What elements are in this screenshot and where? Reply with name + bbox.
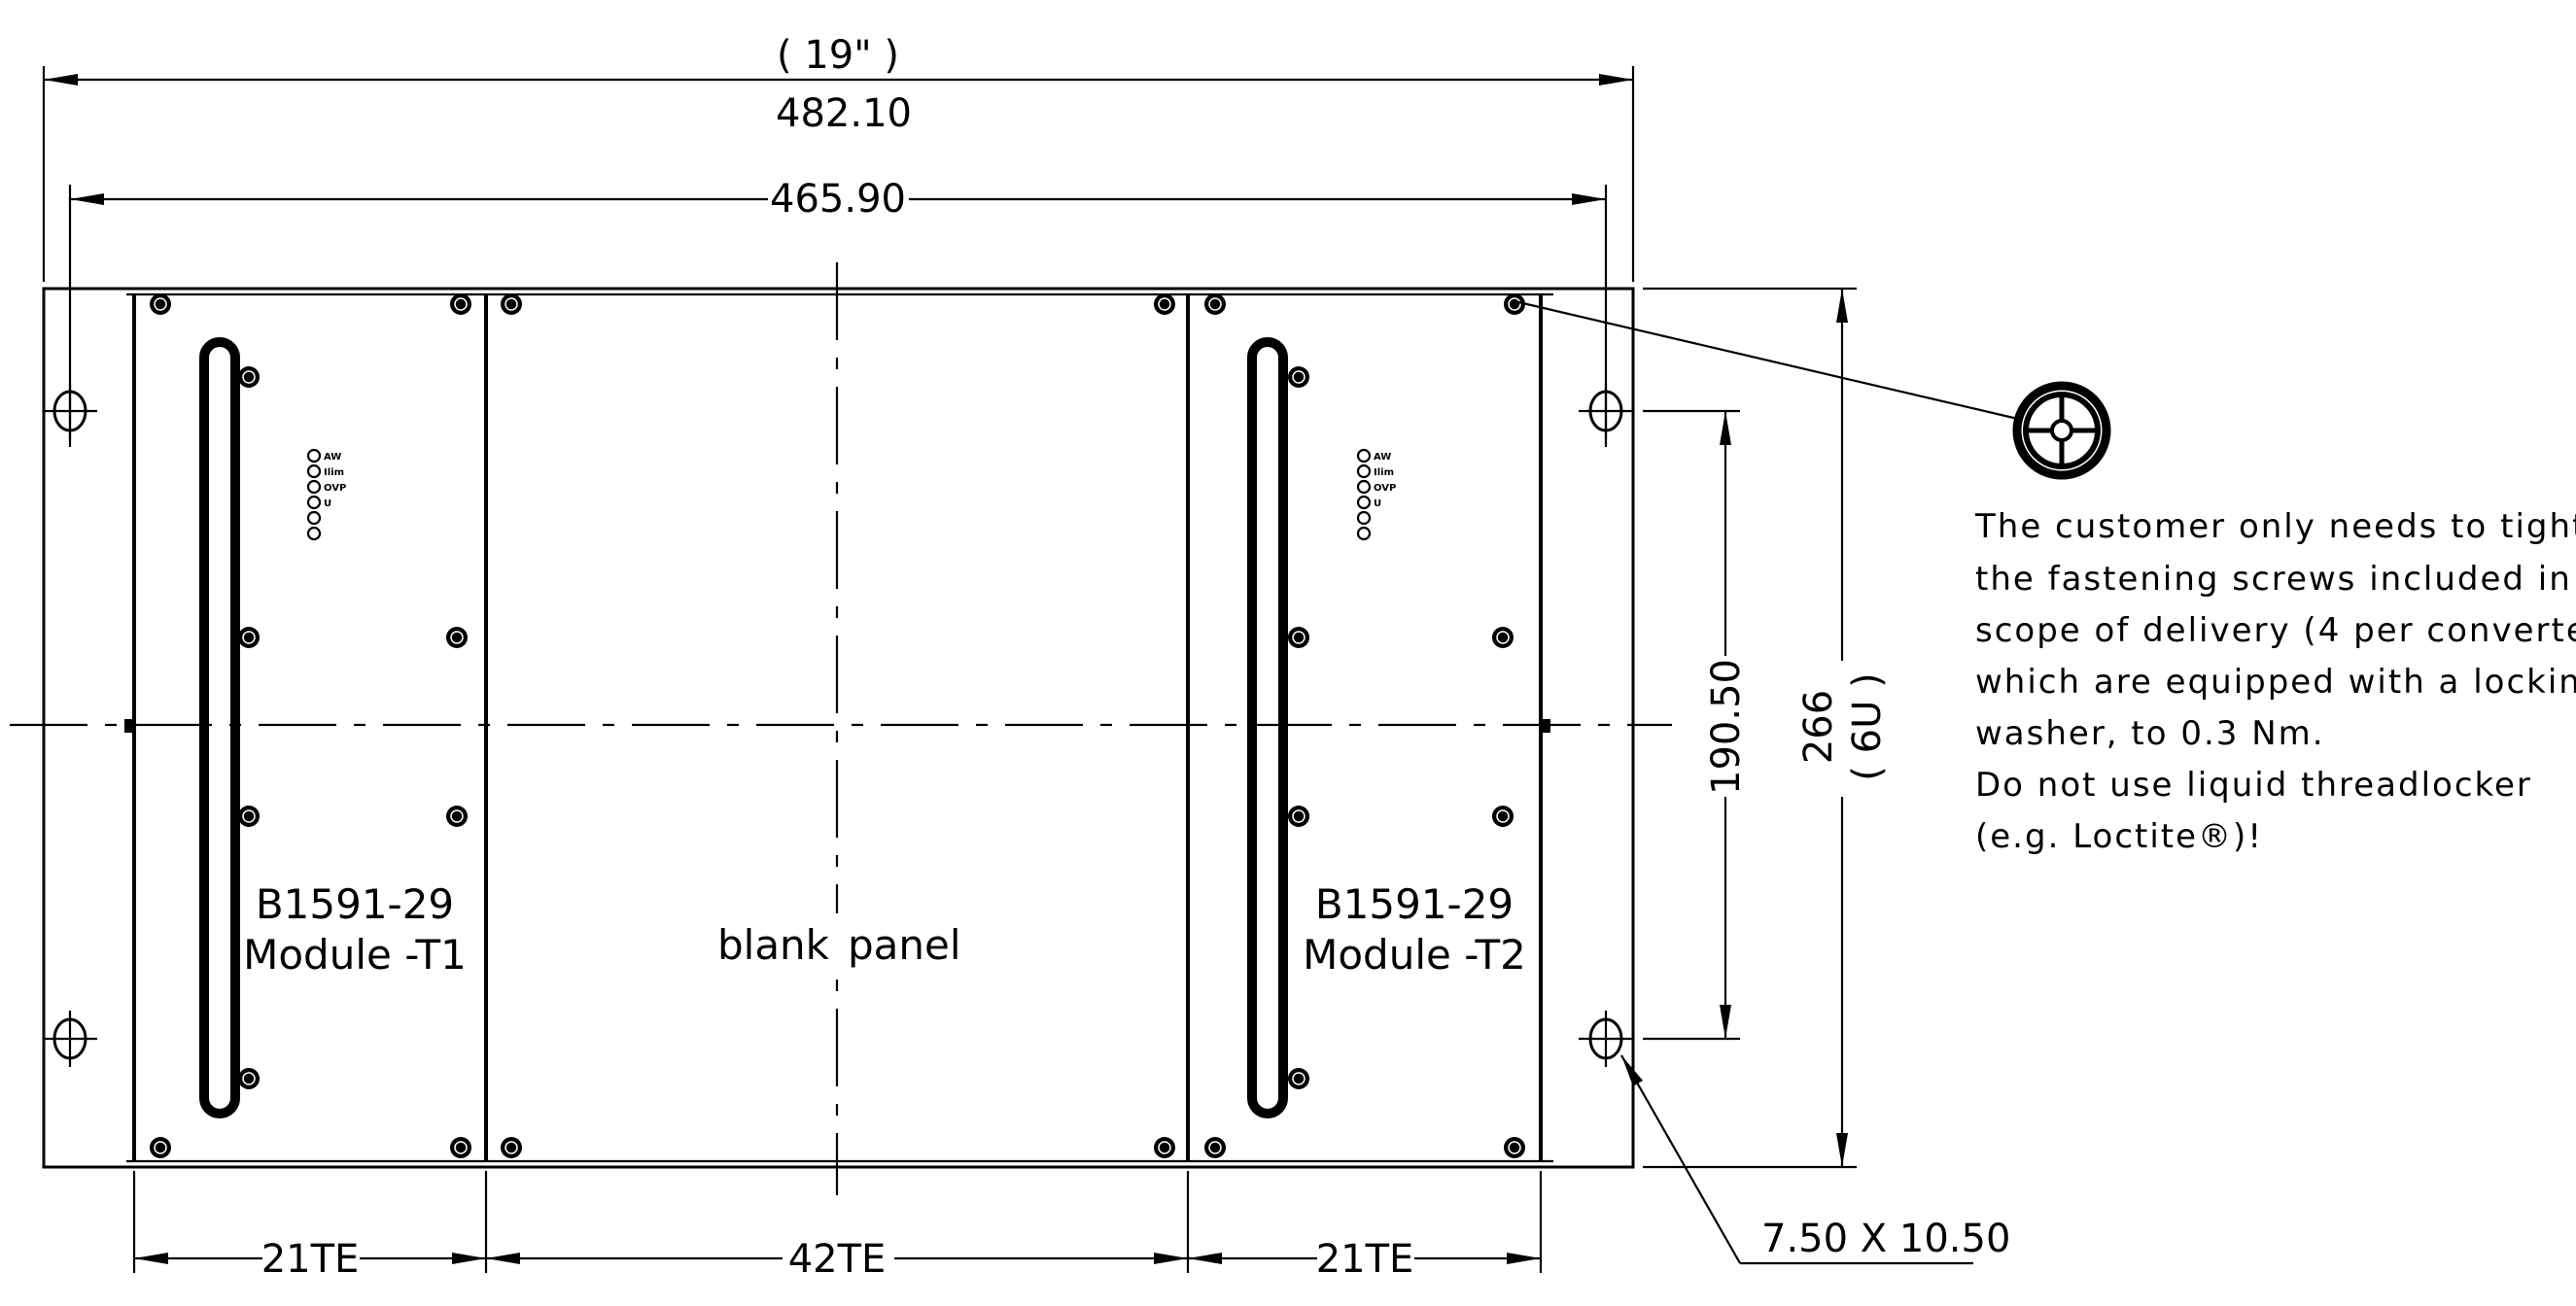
slot-dim-label: 7.50 X 10.50 bbox=[1761, 1217, 2010, 1261]
screw-icon bbox=[1288, 627, 1309, 648]
dim-height-holes: 190.50 bbox=[1643, 409, 1749, 1041]
led-label: U bbox=[1374, 498, 1381, 509]
screw-icon bbox=[1492, 627, 1514, 648]
assembly-note: The customer only needs to tighten the f… bbox=[1974, 507, 2576, 856]
module-left: AW Ilim OVP U B1591-29 Module -T1 bbox=[199, 337, 467, 1118]
mounting-hole-bottom-right bbox=[1579, 1011, 1633, 1067]
screw-icon bbox=[1288, 366, 1309, 388]
dim-height-total: 266 ( 6U ) bbox=[1643, 287, 1890, 1169]
note-line: washer, to 0.3 Nm. bbox=[1975, 714, 2325, 753]
screw-icon bbox=[150, 293, 171, 315]
screw-icon bbox=[446, 806, 468, 827]
mounting-hole-top-left bbox=[44, 384, 97, 439]
screw-icon bbox=[501, 293, 522, 315]
dim-height-units-label: ( 6U ) bbox=[1845, 672, 1890, 780]
module-left-name: Module -T1 bbox=[243, 931, 467, 979]
dim-te-right: 21TE bbox=[1316, 1237, 1414, 1282]
screw-icon bbox=[238, 627, 260, 648]
screw-detail bbox=[1514, 299, 2111, 480]
mounting-hole-top-right bbox=[1579, 384, 1633, 439]
screw-icon bbox=[1204, 1137, 1226, 1158]
note-line: (e.g. Loctite®)! bbox=[1975, 817, 2263, 856]
module-left-handle bbox=[199, 337, 240, 1118]
screw-icon bbox=[238, 806, 260, 827]
screw-icon bbox=[1204, 293, 1226, 315]
dim-width-total: ( 19" ) 482.10 bbox=[42, 33, 1635, 282]
module-blank: blank panel bbox=[717, 913, 961, 972]
note-line: Do not use liquid threadlocker bbox=[1975, 766, 2532, 805]
led-label: AW bbox=[324, 452, 341, 463]
dim-height-holes-label: 190.50 bbox=[1704, 659, 1749, 795]
screw-icon bbox=[450, 293, 471, 315]
module-left-leds: AW Ilim OVP U bbox=[306, 448, 346, 541]
dim-width-inch: ( 19" ) bbox=[777, 33, 899, 78]
screw-icon bbox=[1288, 1068, 1309, 1089]
blank-panel-label-a: blank bbox=[717, 921, 830, 969]
dim-width-total-label: 482.10 bbox=[776, 91, 912, 136]
note-line: The customer only needs to tighten bbox=[1974, 507, 2576, 546]
led-label: Ilim bbox=[324, 467, 344, 478]
led-label: OVP bbox=[1374, 483, 1396, 494]
screw-icon bbox=[1504, 293, 1525, 315]
module-left-model: B1591-29 bbox=[256, 880, 454, 928]
dim-te: 21TE 42TE 21TE bbox=[132, 1171, 1543, 1282]
dim-width-holes-label: 465.90 bbox=[770, 177, 906, 222]
led-label: Ilim bbox=[1374, 467, 1394, 478]
module-right-handle bbox=[1247, 337, 1288, 1118]
led-label: OVP bbox=[324, 483, 346, 494]
dim-width-holes: 465.90 bbox=[68, 177, 1608, 447]
screw-icon bbox=[1154, 1137, 1175, 1158]
dim-te-left: 21TE bbox=[261, 1237, 360, 1282]
screw-icon bbox=[450, 1137, 471, 1158]
module-right-leds: AW Ilim OVP U bbox=[1356, 448, 1396, 541]
note-line: scope of delivery (4 per converter), bbox=[1975, 611, 2576, 650]
mounting-holes bbox=[44, 384, 1633, 1067]
center-lines bbox=[10, 262, 1672, 1195]
note-line: which are equipped with a locking bbox=[1975, 663, 2576, 702]
screw-icon bbox=[150, 1137, 171, 1158]
screw-icon bbox=[501, 1137, 522, 1158]
screws bbox=[150, 293, 1525, 1158]
screw-icon bbox=[1154, 293, 1175, 315]
module-right-model: B1591-29 bbox=[1315, 880, 1514, 928]
note-line: the fastening screws included in the bbox=[1975, 560, 2576, 599]
blank-panel-label-b: panel bbox=[848, 921, 961, 969]
dim-te-middle: 42TE bbox=[788, 1237, 887, 1282]
screw-icon bbox=[1492, 806, 1514, 827]
screw-icon bbox=[238, 1068, 260, 1089]
screw-icon bbox=[446, 627, 468, 648]
slot-callout: 7.50 X 10.50 bbox=[1620, 1054, 2010, 1265]
rack-frame bbox=[42, 287, 1635, 1169]
dim-height-total-label: 266 bbox=[1796, 690, 1841, 764]
screw-icon bbox=[1504, 1137, 1525, 1158]
mounting-hole-bottom-left bbox=[44, 1011, 97, 1067]
module-right-name: Module -T2 bbox=[1303, 931, 1526, 979]
screw-icon bbox=[1288, 806, 1309, 827]
screw-icon bbox=[238, 366, 260, 388]
led-label: U bbox=[324, 498, 331, 509]
module-right: AW Ilim OVP U B1591-29 Module -T2 bbox=[1247, 337, 1526, 1118]
led-label: AW bbox=[1374, 452, 1391, 463]
